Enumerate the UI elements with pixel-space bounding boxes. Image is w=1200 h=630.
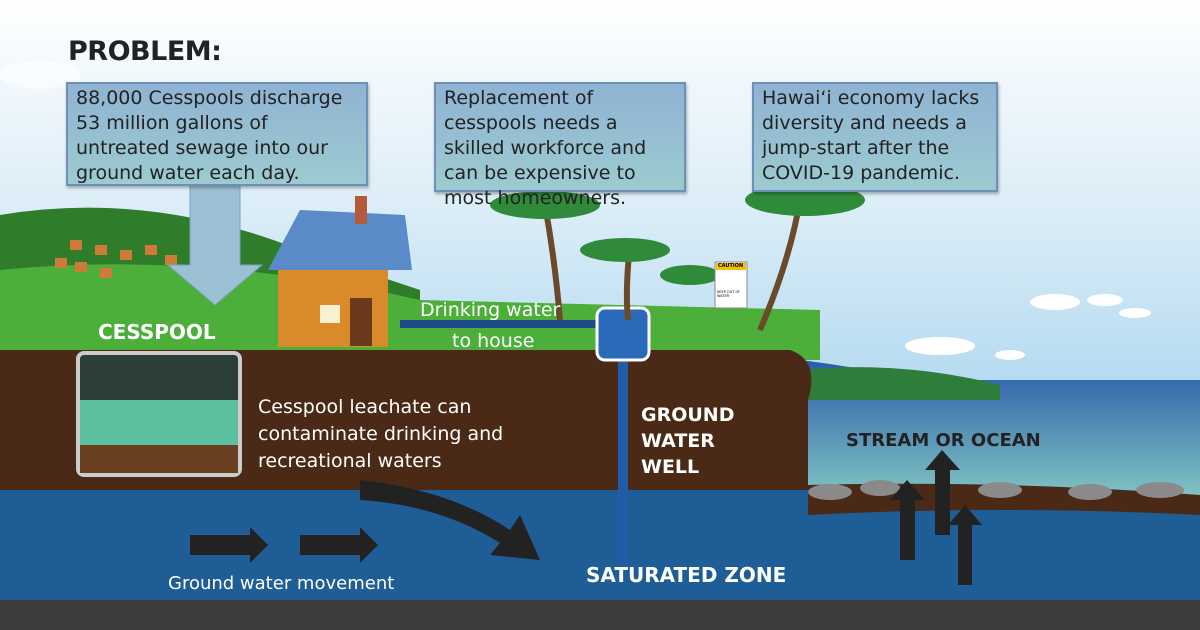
rocks	[808, 480, 1184, 500]
well-label-3: WELL	[641, 456, 700, 478]
problem-heading: PROBLEM:	[68, 36, 222, 67]
flow-arrows	[190, 450, 982, 585]
cesspool-label: CESSPOOL	[98, 320, 216, 344]
palm-fronds	[490, 184, 865, 285]
well-pipe	[618, 355, 628, 565]
bedrock	[0, 600, 1200, 630]
groundwater-movement-label: Ground water movement	[168, 573, 395, 594]
well-label-2: WATER	[641, 430, 715, 452]
saturated-zone-label: SATURATED ZONE	[586, 563, 787, 587]
stream-ocean-label: STREAM OR OCEAN	[846, 430, 1041, 451]
house	[268, 196, 412, 347]
village-houses	[55, 240, 177, 278]
water-pipe	[400, 320, 600, 328]
to-house-label: to house	[452, 330, 535, 352]
drinking-water-label: Drinking water	[420, 299, 561, 321]
discharge-arrow	[166, 184, 264, 306]
sign-header: CAUTION	[718, 263, 744, 269]
leachate-label: Cesspool leachate can contaminate drinki…	[258, 396, 504, 472]
well-tank	[595, 306, 651, 362]
cesspool-discharge-box: 88,000 Cesspools discharge 53 million ga…	[66, 82, 368, 186]
cesspool-tank	[76, 351, 242, 477]
workforce-cost-box: Replacement of cesspools needs a skilled…	[434, 82, 686, 209]
economy-box: Hawai‘i economy lacks diversity and need…	[752, 82, 998, 192]
sign-body: KEEP OUT OF WATER	[717, 290, 741, 298]
well-label-1: GROUND	[641, 404, 735, 426]
clouds	[0, 61, 1151, 360]
